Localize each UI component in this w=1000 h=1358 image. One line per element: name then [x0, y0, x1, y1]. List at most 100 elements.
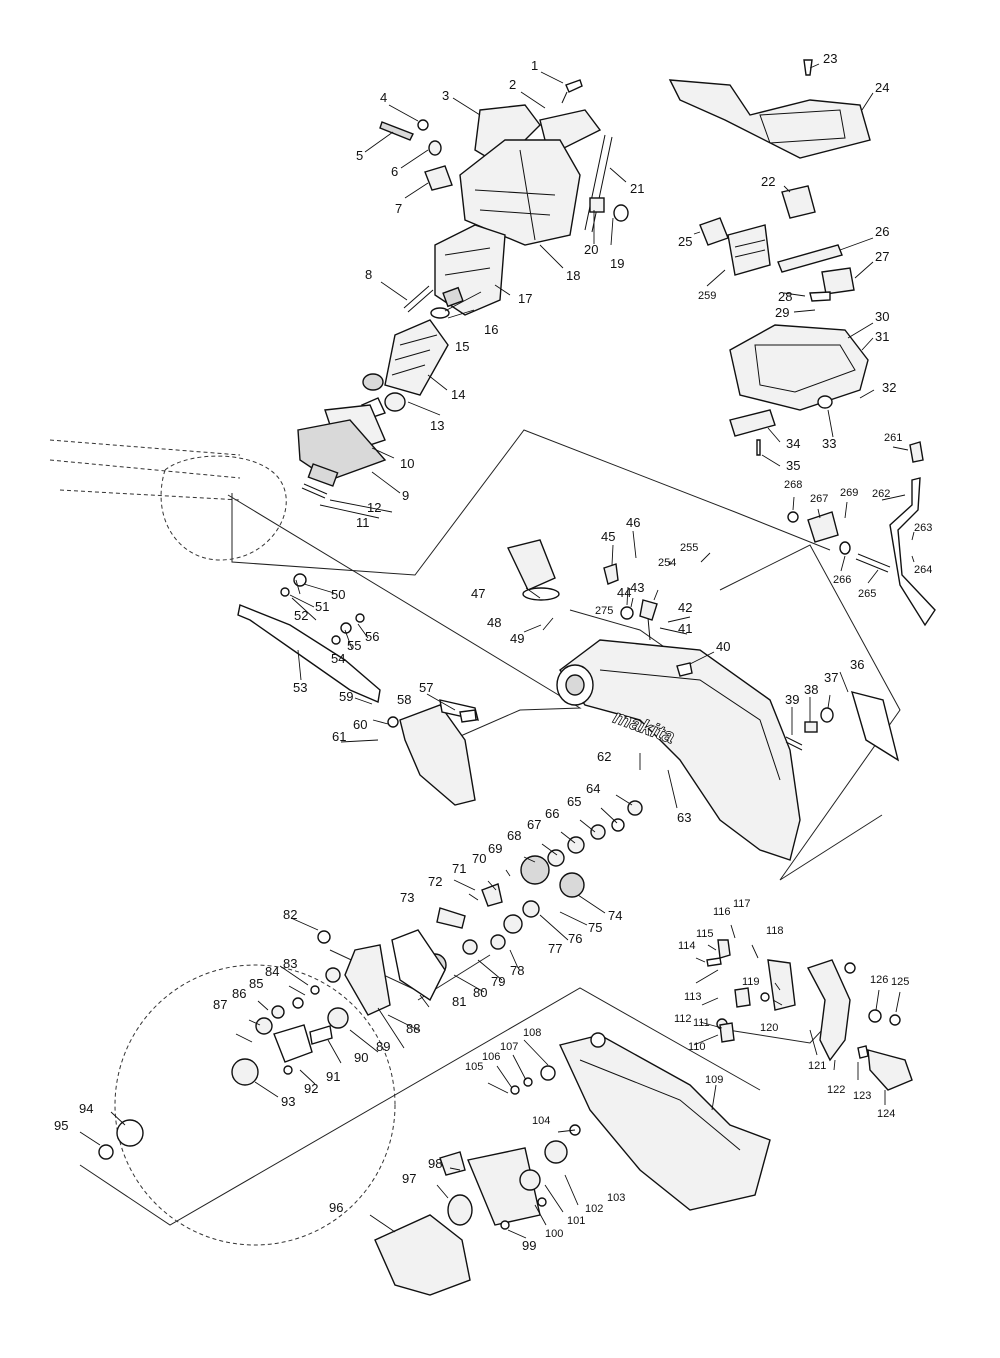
callout-116: 116: [713, 906, 731, 918]
callout-38: 38: [804, 682, 818, 697]
handle-group: [668, 59, 871, 456]
callout-17: 17: [518, 291, 532, 306]
callout-65: 65: [567, 794, 581, 809]
callout-36: 36: [850, 657, 864, 672]
callout-110: 110: [688, 1041, 706, 1053]
dashed-context: [49, 439, 396, 1246]
callout-21: 21: [630, 181, 644, 196]
callout-24: 24: [875, 80, 889, 95]
callout-51: 51: [315, 599, 329, 614]
callout-92: 92: [304, 1081, 318, 1096]
callout-77: 77: [548, 941, 562, 956]
link-group: [237, 573, 479, 806]
callout-76: 76: [568, 931, 582, 946]
callout-117: 117: [733, 898, 751, 910]
callout-265: 265: [858, 588, 876, 600]
callout-6: 6: [391, 164, 398, 179]
callout-46: 46: [626, 515, 640, 530]
callout-74: 74: [608, 908, 622, 923]
callout-2: 2: [509, 77, 516, 92]
callout-113: 113: [684, 991, 702, 1003]
callout-41: 41: [678, 621, 692, 636]
callout-95: 95: [54, 1118, 68, 1133]
callout-93: 93: [281, 1094, 295, 1109]
blade-case: makita: [507, 539, 900, 861]
lock-lever-group: [787, 441, 936, 627]
callout-63: 63: [677, 810, 691, 825]
callout-75: 75: [588, 920, 602, 935]
callout-118: 118: [766, 925, 784, 937]
callout-13: 13: [430, 418, 444, 433]
callout-7: 7: [395, 201, 402, 216]
callout-35: 35: [786, 458, 800, 473]
callout-109: 109: [705, 1074, 723, 1086]
callout-47: 47: [471, 586, 485, 601]
callout-40: 40: [716, 639, 730, 654]
callout-30: 30: [875, 309, 889, 324]
callout-45: 45: [601, 529, 615, 544]
callout-71: 71: [452, 861, 466, 876]
gear-train: [98, 800, 643, 1160]
callout-100: 100: [545, 1228, 563, 1240]
callout-88: 88: [406, 1021, 420, 1036]
callout-254: 254: [658, 557, 676, 569]
callout-108: 108: [523, 1027, 541, 1039]
callout-39: 39: [785, 692, 799, 707]
callout-90: 90: [354, 1050, 368, 1065]
callout-22: 22: [761, 174, 775, 189]
callout-1: 1: [531, 58, 538, 73]
callout-57: 57: [419, 680, 433, 695]
callout-23: 23: [823, 51, 837, 66]
callout-54: 54: [331, 651, 345, 666]
callout-275: 275: [595, 605, 613, 617]
cover-linkage: [706, 939, 913, 1091]
callout-87: 87: [213, 997, 227, 1012]
callout-81: 81: [452, 994, 466, 1009]
motor-group: [297, 79, 629, 499]
callout-121: 121: [808, 1060, 826, 1072]
callout-20: 20: [584, 242, 598, 257]
callout-29: 29: [775, 305, 789, 320]
callout-262: 262: [872, 488, 890, 500]
callout-55: 55: [347, 638, 361, 653]
callout-264: 264: [914, 564, 932, 576]
callout-86: 86: [232, 986, 246, 1001]
callout-102: 102: [585, 1203, 603, 1215]
callout-261: 261: [884, 432, 902, 444]
callout-4: 4: [380, 90, 387, 105]
callout-62: 62: [597, 749, 611, 764]
callout-114: 114: [678, 940, 696, 952]
callout-14: 14: [451, 387, 465, 402]
callout-105: 105: [465, 1061, 483, 1073]
callout-67: 67: [527, 817, 541, 832]
callout-53: 53: [293, 680, 307, 695]
callout-37: 37: [824, 670, 838, 685]
callout-33: 33: [822, 436, 836, 451]
callout-15: 15: [455, 339, 469, 354]
callout-106: 106: [482, 1051, 500, 1063]
callout-263: 263: [914, 522, 932, 534]
callout-119: 119: [742, 976, 760, 988]
callout-123: 123: [853, 1090, 871, 1102]
callout-8: 8: [365, 267, 372, 282]
callout-96: 96: [329, 1200, 343, 1215]
callout-120: 120: [760, 1022, 778, 1034]
callout-122: 122: [827, 1084, 845, 1096]
callout-255: 255: [680, 542, 698, 554]
callout-5: 5: [356, 148, 363, 163]
callout-25: 25: [678, 234, 692, 249]
callout-3: 3: [442, 88, 449, 103]
callout-126: 126: [870, 974, 888, 986]
callouts: 1 2 3 4 5 6 7 8 9 10 11 12 13 14 15 16 1…: [54, 51, 932, 1253]
callout-49: 49: [510, 631, 524, 646]
callout-268: 268: [784, 479, 802, 491]
callout-85: 85: [249, 976, 263, 991]
callout-89: 89: [376, 1039, 390, 1054]
callout-19: 19: [610, 256, 624, 271]
callout-82: 82: [283, 907, 297, 922]
callout-78: 78: [510, 963, 524, 978]
callout-12: 12: [367, 500, 381, 515]
callout-26: 26: [875, 224, 889, 239]
callout-58: 58: [397, 692, 411, 707]
